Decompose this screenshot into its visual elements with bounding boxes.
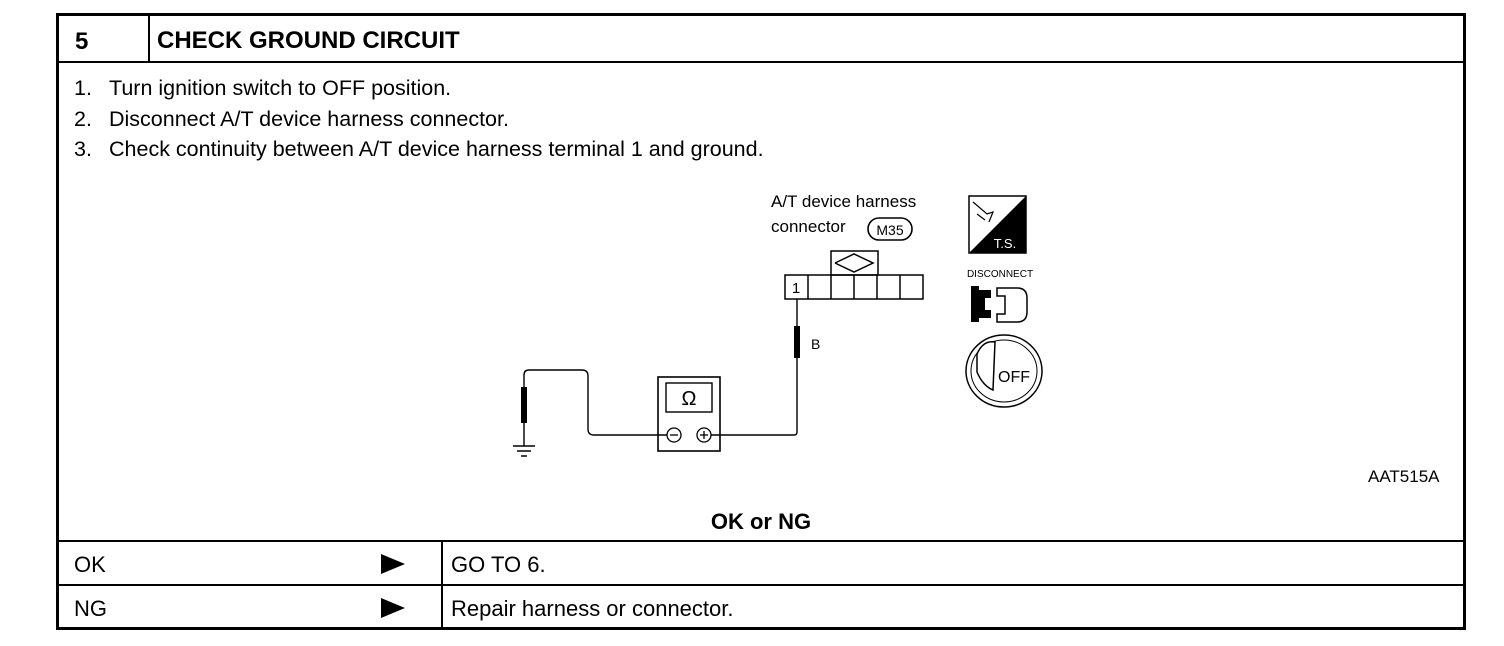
connector-code-badge — [867, 217, 913, 241]
result-label: NG — [74, 596, 107, 621]
result-divider — [441, 586, 443, 627]
ground-symbol-icon — [513, 387, 535, 457]
arrow-right-icon — [381, 554, 405, 574]
harness-connector: 1 — [784, 250, 924, 300]
terminal-number: 1 — [792, 280, 800, 297]
result-divider — [441, 542, 443, 584]
procedure-list: 1.Turn ignition switch to OFF position. … — [74, 73, 764, 165]
svg-text:DISCONNECT: DISCONNECT — [967, 269, 1033, 280]
header-divider — [148, 16, 150, 61]
ohmmeter-icon: Ω — [657, 376, 721, 452]
connector-label: A/T device harness — [771, 192, 916, 211]
svg-text:OFF: OFF — [998, 369, 1030, 386]
result-row-ok: OK GO TO 6. — [59, 540, 1463, 584]
step-title: CHECK GROUND CIRCUIT — [157, 27, 460, 54]
procedure-item: 3.Check continuity between A/T device ha… — [74, 137, 764, 161]
tester-ts-icon: T.S. — [968, 195, 1027, 254]
step-header: 5 CHECK GROUND CIRCUIT — [59, 16, 1463, 63]
result-label: OK — [74, 552, 106, 577]
result-heading: OK or NG — [710, 509, 812, 534]
continuity-test-diagram: A/T device harness connector M35 1 B Ω — [513, 192, 1043, 457]
step-number: 5 — [75, 28, 89, 55]
result-row-ng: NG Repair harness or connector. — [59, 584, 1463, 627]
figure-id: AAT515A — [1368, 467, 1440, 486]
inspection-step-table: 5 CHECK GROUND CIRCUIT 1.Turn ignition s… — [56, 13, 1466, 630]
procedure-item: 1.Turn ignition switch to OFF position. — [74, 76, 452, 100]
connector-label-2: connector — [771, 217, 846, 236]
negative-lead — [523, 369, 667, 436]
result-action: GO TO 6. — [451, 552, 546, 577]
procedure-item: 2.Disconnect A/T device harness connecto… — [74, 106, 509, 131]
positive-lead — [711, 358, 798, 436]
svg-text:Ω: Ω — [682, 388, 697, 410]
connector-code: M35 — [876, 222, 903, 238]
wire-color-label: B — [811, 336, 820, 352]
arrow-right-icon — [381, 598, 405, 618]
ignition-off-icon: OFF — [965, 334, 1043, 408]
disconnect-connector-icon: DISCONNECT — [967, 269, 1033, 323]
svg-text:T.S.: T.S. — [994, 236, 1016, 251]
result-action: Repair harness or connector. — [451, 596, 734, 621]
positive-probe — [794, 299, 800, 358]
